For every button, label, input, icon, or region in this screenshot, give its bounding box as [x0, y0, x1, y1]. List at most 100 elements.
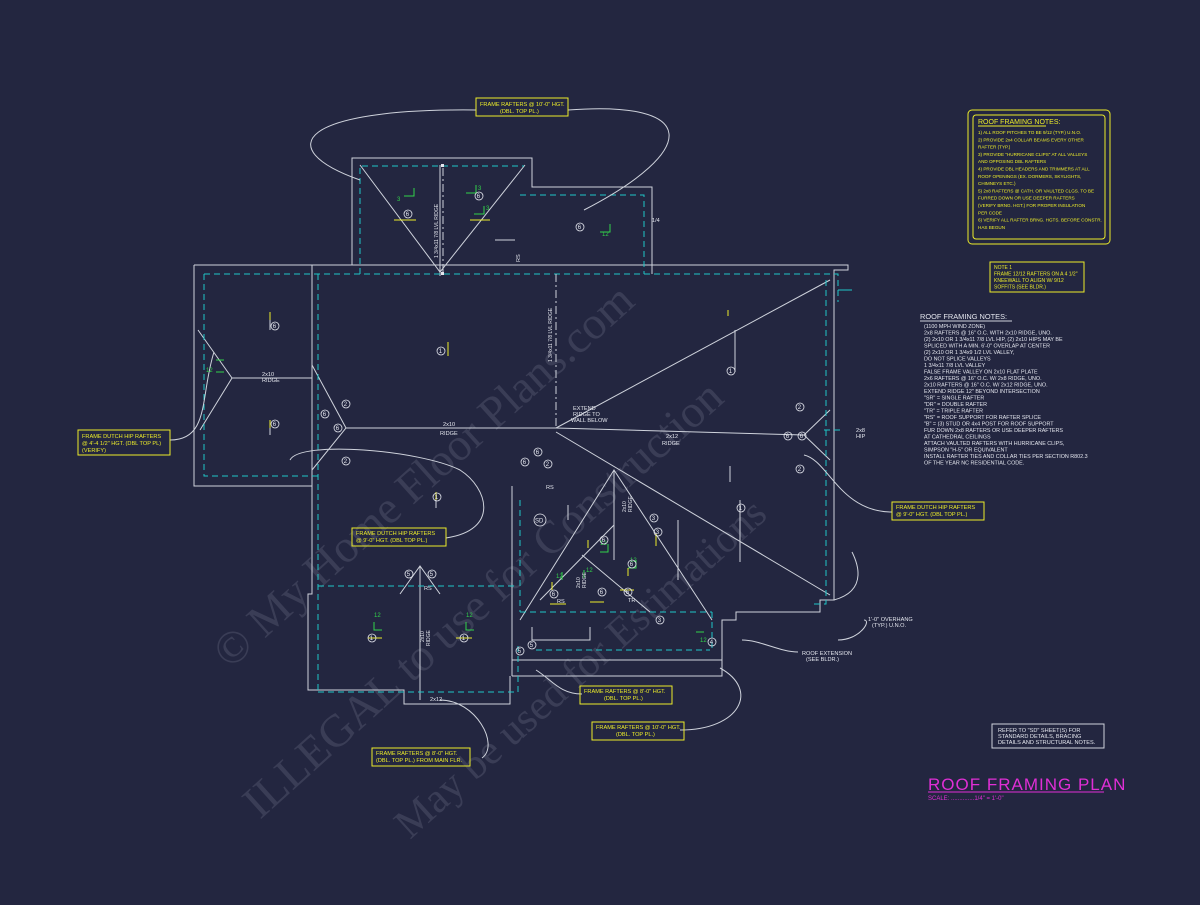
rs-tag-top: RS	[516, 254, 522, 262]
svg-text:2: 2	[798, 467, 802, 473]
notes-a-lines: 1) ALL ROOF PITCHES TO BE 9/12 (TYP.) U.…	[978, 130, 1102, 230]
extend-ridge-3: WALL BELOW	[571, 418, 608, 424]
svg-text:5: 5	[518, 649, 522, 655]
rs-tag-center: RS	[546, 485, 554, 491]
center-lvl-label: 1 3/4x11 7/8 LVL RIDGE	[548, 307, 554, 362]
svg-text:(VERIFY): (VERIFY)	[82, 448, 106, 454]
svg-text:6: 6	[602, 538, 606, 544]
main-ridge-word: RIDGE	[662, 441, 680, 447]
rafter-yellow-marks	[269, 219, 729, 639]
leader-curves	[169, 108, 893, 759]
svg-text:6: 6	[626, 590, 630, 596]
notes-b-line: INSTALL RAFTER TIES AND COLLAR TIES PER …	[924, 454, 1088, 460]
notes-b-line: "SR" = SINGLE RAFTER	[924, 396, 984, 402]
notes-b-line: "RS" = ROOF SUPPORT FOR RAFTER SPLICE	[924, 415, 1041, 421]
notes-b-line: (1100 MPH WIND ZONE)	[924, 324, 985, 330]
svg-text:3: 3	[652, 516, 656, 522]
lower-beam-label: 2x12	[430, 697, 442, 703]
svg-text:(DBL. TOP PL.): (DBL. TOP PL.)	[616, 732, 655, 738]
svg-text:DETAILS AND STRUCTURAL NOTES.: DETAILS AND STRUCTURAL NOTES.	[998, 740, 1096, 746]
notes-b-line: "B" = (3) STUD OR 4x4 POST FOR ROOF SUPP…	[924, 422, 1054, 428]
notes-a-line: 6) VERIFY ALL RAFTER BRNG. HGTS. BEFORE …	[978, 218, 1102, 223]
callout-bottom-left: FRAME RAFTERS @ 8'-0" HGT. (DBL. TOP PL.…	[371, 747, 471, 767]
refer-box: REFER TO "SD" SHEET(S) FOR STANDARD DETA…	[991, 723, 1105, 749]
svg-text:5: 5	[530, 643, 534, 649]
svg-text:FRAME RAFTERS @ 8'-0" HGT.: FRAME RAFTERS @ 8'-0" HGT.	[376, 751, 458, 757]
note-1-line: NOTE 1	[994, 265, 1012, 271]
notes-a-line: RAFTER (TYP.)	[978, 145, 1011, 150]
notes-b-line: OF THE YEAR NC RESIDENTIAL CODE.	[924, 461, 1024, 467]
main-ridge-size: 2x12	[666, 434, 678, 440]
callout-right: FRAME DUTCH HIP RAFTERS @ 9'-0" HGT. (DB…	[891, 501, 985, 521]
front-ridge-word: RIDGE	[628, 496, 634, 513]
callout-top: FRAME RAFTERS @ 10'-0" HGT. (DBL. TOP PL…	[475, 97, 569, 117]
svg-text:1: 1	[435, 495, 439, 501]
svg-text:2: 2	[546, 462, 550, 468]
svg-text:12: 12	[602, 232, 609, 238]
svg-text:FRAME DUTCH HIP RAFTERS: FRAME DUTCH HIP RAFTERS	[82, 434, 161, 440]
svg-text:6: 6	[273, 422, 277, 428]
svg-text:@ 9'-0" HGT. (DBL TOP PL.): @ 9'-0" HGT. (DBL TOP PL.)	[896, 512, 967, 518]
center-ridge-word: RIDGE	[440, 431, 458, 437]
notes-b-line: ATTACH VAULTED RAFTERS WITH HURRICANE CL…	[924, 441, 1065, 447]
top-lvl-label: 1 3/4x11 7/8 LVL RIDGE	[434, 203, 440, 258]
svg-text:3: 3	[397, 197, 401, 203]
svg-text:1: 1	[729, 369, 733, 375]
svg-text:1: 1	[739, 506, 743, 512]
svg-text:FRAME DUTCH HIP RAFTERS: FRAME DUTCH HIP RAFTERS	[896, 505, 975, 511]
notes-a-line: 5) 2x8 RAFTERS @ CATH. OR VAULTED CLGS. …	[978, 188, 1094, 193]
notes-b-line: "DR" = DOUBLE RAFTER	[924, 402, 987, 408]
notes-b-line: FALSE FRAME VALLEY ON 2x10 FLAT PLATE	[924, 370, 1038, 376]
roof-framing-notes-list: ROOF FRAMING NOTES: (1100 MPH WIND ZONE)…	[920, 312, 1088, 467]
svg-text:@ 4'-4 1/2" HGT. (DBL TOP PL): @ 4'-4 1/2" HGT. (DBL TOP PL)	[82, 441, 161, 447]
note-1-line: SOFFITS (SEE BLDR.)	[994, 285, 1046, 291]
notes-a-line: HAS BEGUN	[978, 225, 1005, 230]
notes-b-line: DO NOT SPLICE VALLEYS	[924, 357, 991, 363]
svg-text:1: 1	[439, 349, 443, 355]
tr-tag: TR	[628, 598, 635, 604]
notes-a-line: PER CODE	[978, 210, 1002, 215]
svg-text:(DBL. TOP PL.) FROM MAIN FLR.: (DBL. TOP PL.) FROM MAIN FLR.	[376, 758, 463, 764]
lower-ridge-word: RIDGE	[426, 630, 432, 647]
notes-a-line: 2) PROVIDE 2x4 COLLAR BEAMS EVERY OTHER	[978, 137, 1084, 142]
roof-ext-label-1: ROOF EXTENSION	[802, 651, 852, 657]
notes-b-line: AT CATHEDRAL CEILINGS	[924, 435, 991, 441]
lower-ridge-size: 2x10	[420, 631, 426, 642]
svg-text:6: 6	[786, 434, 790, 440]
svg-text:6: 6	[406, 212, 410, 218]
plan-scale: SCALE: ..............1/4" = 1'-0"	[928, 796, 1004, 802]
sd-tag: SD	[535, 519, 544, 525]
plan-labels: 2x10 RIDGE 2x10 RIDGE 2x12 RIDGE 2x8 HIP…	[262, 203, 913, 703]
svg-text:FRAME RAFTERS @ 10'-0" HGT.: FRAME RAFTERS @ 10'-0" HGT.	[596, 725, 681, 731]
svg-text:FRAME RAFTERS @ 8'-0" HGT.: FRAME RAFTERS @ 8'-0" HGT.	[584, 689, 666, 695]
svg-text:6: 6	[273, 324, 277, 330]
svg-text:4: 4	[710, 640, 714, 646]
notes-a-line: 1) ALL ROOF PITCHES TO BE 9/12 (TYP.) U.…	[978, 130, 1081, 135]
notes-a-line: 4) PROVIDE DBL HEADERS AND TRIMMERS AT A…	[978, 167, 1090, 172]
overhang-label-2: (TYP.) U.N.O.	[872, 623, 907, 629]
svg-text:STANDARD DETAILS, BRACING: STANDARD DETAILS, BRACING	[998, 734, 1081, 740]
notes-b-line: SIMPSON "H-5" OR EQUIVALENT	[924, 448, 1008, 454]
notes-a-line: FURRED DOWN OR USE DEEPER RAFTERS	[978, 196, 1075, 201]
svg-text:6: 6	[536, 450, 540, 456]
roof-ext-label-2: (SEE BLDR.)	[806, 657, 839, 663]
svg-text:12: 12	[374, 613, 381, 619]
overhang-label-1: 1'-0" OVERHANG	[868, 617, 913, 623]
svg-text:3: 3	[486, 206, 490, 212]
svg-text:(DBL. TOP PL.): (DBL. TOP PL.)	[500, 109, 539, 115]
svg-text:@ 9'-0" HGT. (DBL TOP PL.): @ 9'-0" HGT. (DBL TOP PL.)	[356, 538, 427, 544]
svg-text:2: 2	[344, 459, 348, 465]
notes-a-line: 3) PROVIDE "HURRICANE CLIPS" AT ALL VALL…	[978, 152, 1087, 157]
svg-text:2: 2	[344, 402, 348, 408]
svg-text:2: 2	[798, 405, 802, 411]
notes-a-line: CHIMNEYS ETC.)	[978, 181, 1016, 186]
svg-text:6: 6	[323, 412, 327, 418]
svg-text:6: 6	[552, 592, 556, 598]
svg-text:(DBL. TOP PL.): (DBL. TOP PL.)	[604, 696, 643, 702]
svg-text:12: 12	[630, 558, 637, 564]
rs-tag-gable: RS	[557, 599, 565, 605]
svg-text:6: 6	[630, 562, 634, 568]
notes-b-line: 2x8 RAFTERS @ 16" O.C. WITH 2x10 RIDGE, …	[924, 331, 1052, 337]
